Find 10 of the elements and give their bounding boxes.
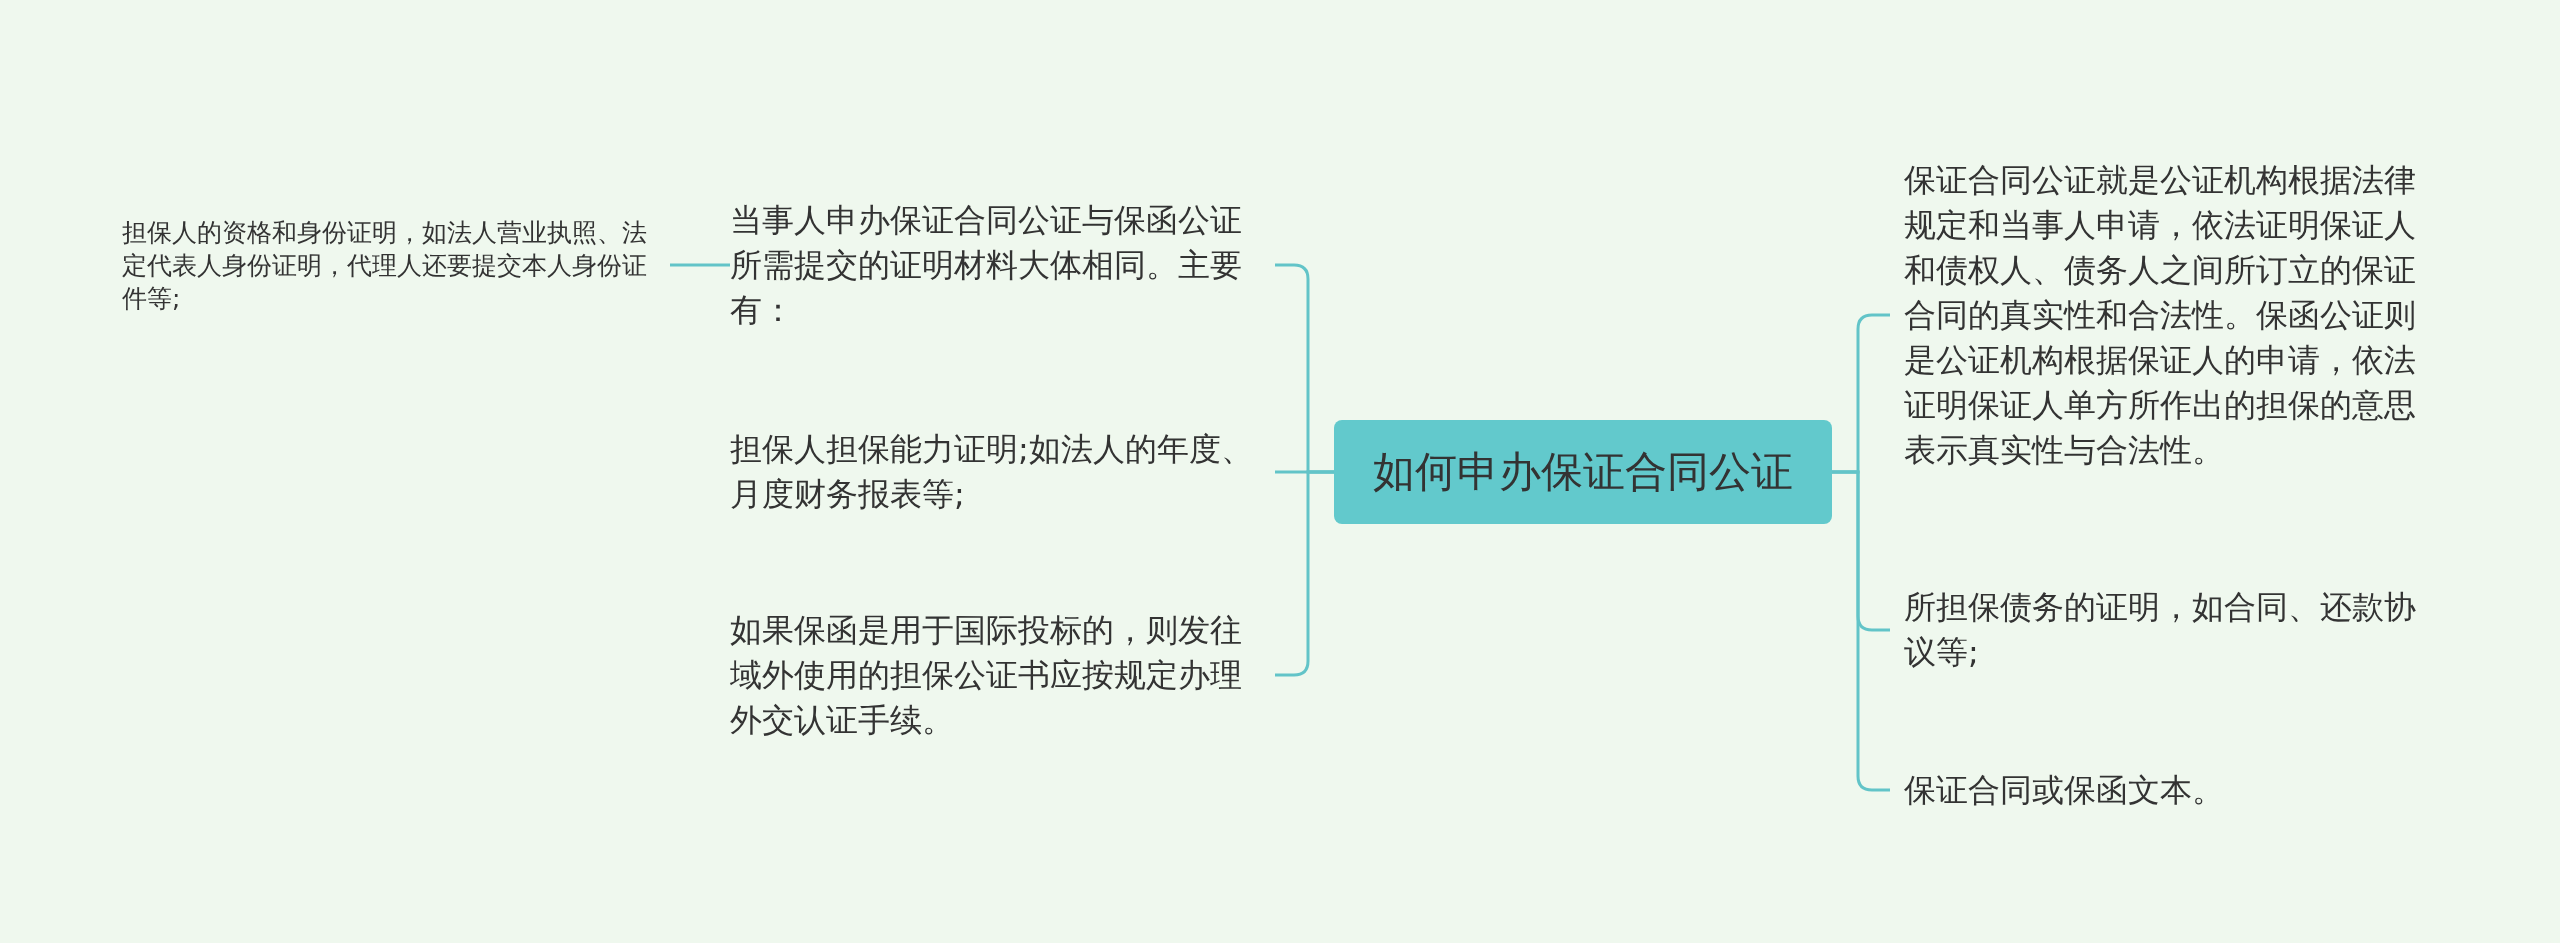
topic-text: 担保人的资格和身份证明，如法人营业执照、法定代表人身份证明，代理人还要提交本人身份证件等;: [122, 216, 648, 315]
topic-text: 保证合同或保函文本。: [1904, 769, 2224, 811]
topic-text: 担保人担保能力证明;如法人的年度、月度财务报表等;: [730, 429, 1254, 515]
topic-text: 如何申办保证合同公证: [1373, 446, 1793, 498]
connector-line: [670, 263, 730, 267]
central-topic-box: [1334, 420, 1832, 524]
topic-text: 如果保函是用于国际投标的，则发往域外使用的担保公证书应按规定办理外交认证手续。: [730, 609, 1243, 741]
topic-text: 当事人申办保证合同公证与保函公证所需提交的证明材料大体相同。主要有：: [730, 199, 1243, 331]
topic-text: 所担保债务的证明，如合同、还款协议等;: [1904, 587, 2417, 673]
topic-text: 保证合同公证就是公证机构根据法律规定和当事人申请，依法证明保证人和债权人、债务人之间所订立的保证合同的真实性和合法性。保函公证则是公证机构根据保证人的申请，依法证明保证人单方所作出的担保的意思表示真实性与合法性。: [1904, 159, 2417, 471]
